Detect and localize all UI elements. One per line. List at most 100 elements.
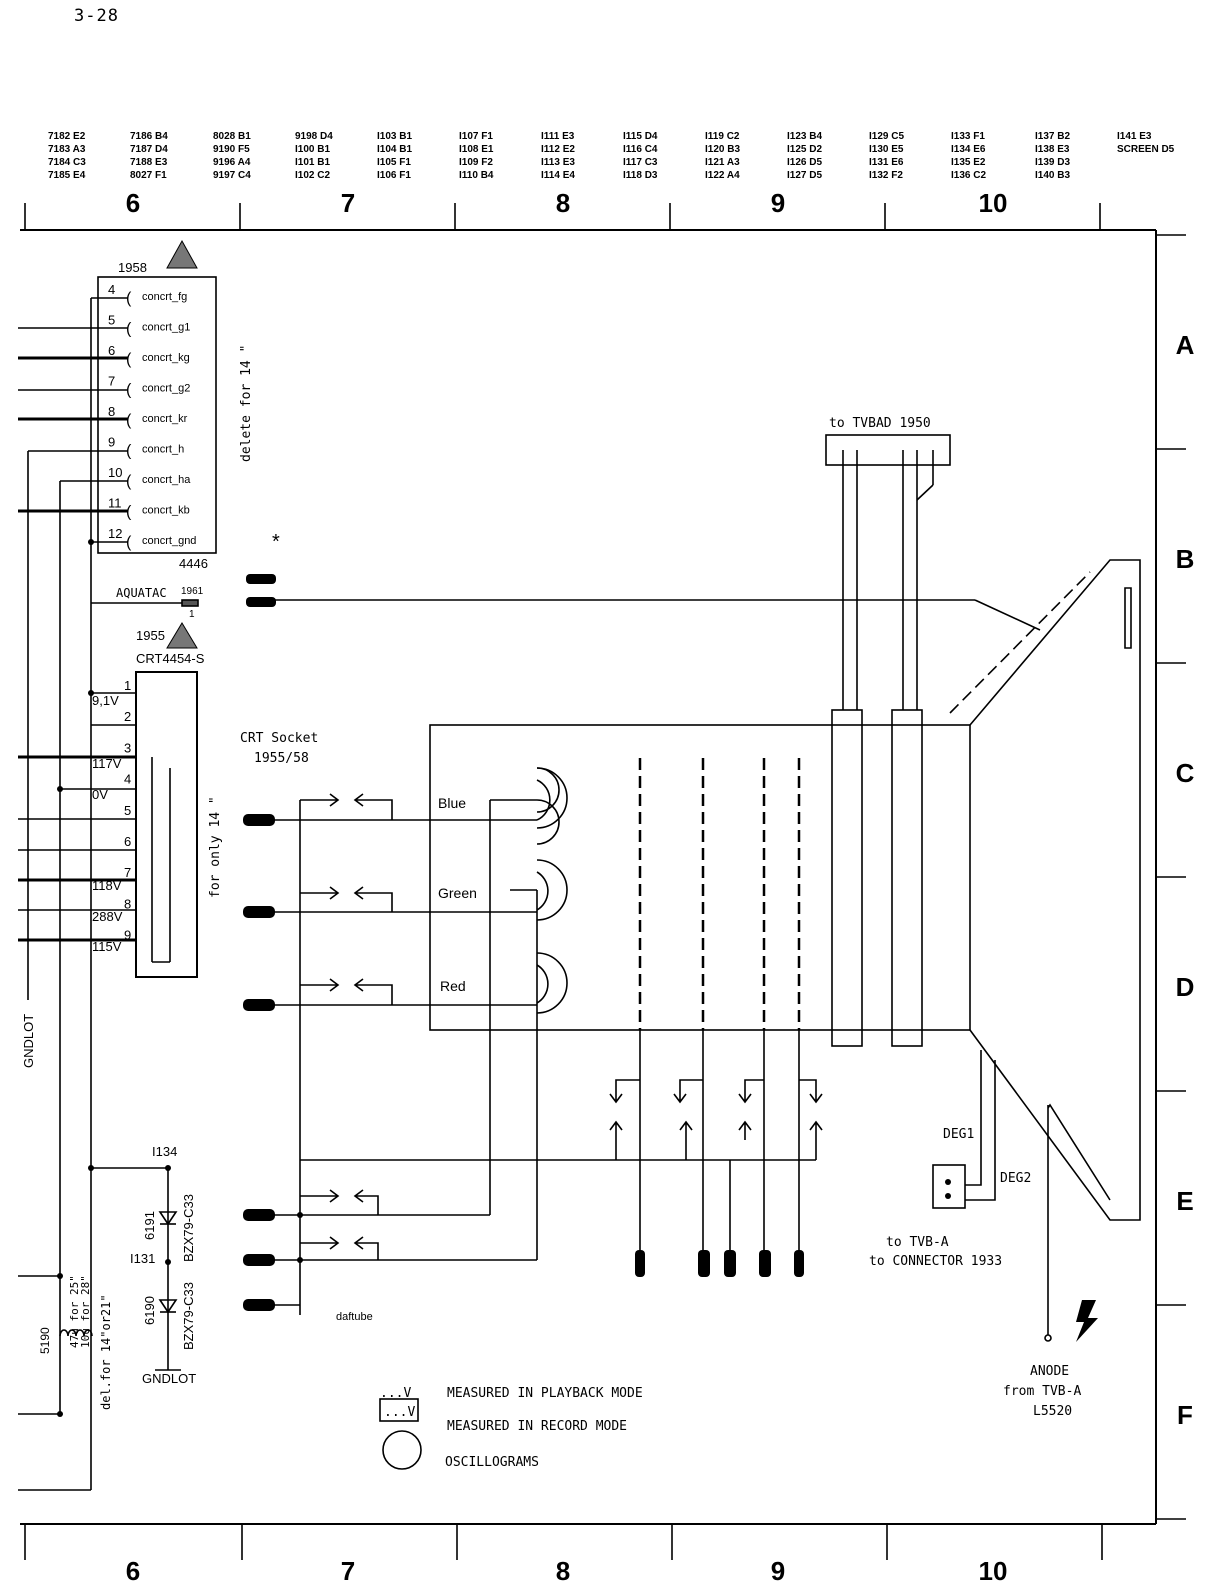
ref-column: I123 B4 I125 D2 I126 D5 I127 D5 (787, 131, 823, 181)
tvbad-label: to TVBAD 1950 (829, 416, 931, 431)
connector-1958-pin-number: 4 (108, 282, 115, 297)
connector-1955-pin-number: 9 (124, 928, 131, 943)
grid-col-label: 6 (126, 188, 140, 218)
ref-column: I107 F1 I108 E1 I109 F2 I110 B4 (459, 131, 494, 181)
connector-1955-pin-number: 3 (124, 740, 131, 755)
connector-1958-pin-label: concrt_kg (142, 352, 190, 364)
connector-1958-pin-number: 12 (108, 526, 122, 541)
ref-column: 9198 D4 I100 B1 I101 B1 I102 C2 (295, 131, 333, 181)
gun-red-label: Red (440, 978, 466, 994)
grid-col-label: 10 (979, 188, 1008, 218)
connector-1955-voltage: 0V (92, 787, 108, 802)
aquatac-pin: 1 (189, 609, 195, 620)
connector-1955-pin-number: 2 (124, 709, 131, 724)
connector-1958-pin-contact: ( (126, 351, 132, 368)
connector-1955-voltage: 288V (92, 909, 123, 924)
aquatac-label: AQUATAC (116, 586, 167, 600)
grid-col-label: 9 (771, 188, 785, 218)
connector-1958-pin-contact: ( (126, 290, 132, 307)
grid-row-label: A (1176, 330, 1195, 360)
connector-1955-pin-number: 4 (124, 772, 131, 787)
connector-1958-pin-contact: ( (126, 534, 132, 551)
ref-column: 7182 E2 7183 A3 7184 C3 7185 E4 (48, 131, 86, 181)
connector-1955-voltage: 115V (92, 939, 122, 954)
only14-note: for only 14 " (208, 796, 223, 898)
anode-label: ANODE (1030, 1364, 1069, 1379)
grid-row-label: F (1177, 1400, 1193, 1430)
crt-socket-ref: 1955/58 (254, 751, 309, 766)
ref-column: I115 D4 I116 C4 I117 C3 I118 D3 (623, 131, 658, 181)
legend-playback-symbol: ...V (380, 1386, 411, 1401)
legend-playback-text: MEASURED IN PLAYBACK MODE (447, 1386, 643, 1401)
connector-1958-pin-label: concrt_g1 (142, 322, 190, 334)
coil-note: del.for 14"or21" (99, 1294, 113, 1410)
ref-column: I133 F1 I134 E6 I135 E2 I136 C2 (951, 131, 987, 181)
grid-col-label: 7 (341, 1556, 355, 1584)
coil-ref: 5190 (38, 1327, 52, 1354)
connector-1958-pin-number: 9 (108, 435, 115, 450)
gndlot-bottom-label: GNDLOT (142, 1371, 196, 1386)
deg-to-connector: to CONNECTOR 1933 (869, 1254, 1002, 1269)
connector-1958-pin-contact: ( (126, 321, 132, 338)
gndlot-left-label: GNDLOT (21, 1014, 36, 1068)
diode-6191-ref: 6191 (142, 1211, 157, 1240)
connector-1958-part: 4446 (179, 556, 208, 571)
connector-1958-pin-label: concrt_kr (142, 413, 188, 425)
connector-1958-pin-contact: ( (126, 382, 132, 399)
connector-1958-pin-contact: ( (126, 504, 132, 521)
node-i131: I131 (130, 1251, 155, 1266)
ref-column: 7186 B4 7187 D4 7188 E3 8027 F1 (130, 131, 168, 181)
connector-1955-voltage: 117V (92, 756, 122, 771)
connector-1958-pin-contact: ( (126, 443, 132, 460)
grid-col-label: 10 (979, 1556, 1008, 1584)
grid-col-label: 8 (556, 1556, 570, 1584)
grid-col-label: 6 (126, 1556, 140, 1584)
grid-row-label: E (1176, 1186, 1193, 1216)
legend-oscillograms-text: OSCILLOGRAMS (445, 1455, 539, 1470)
gun-blue-label: Blue (438, 795, 466, 811)
connector-1958-pin-label: concrt_kb (142, 505, 190, 517)
ref-column: I129 C5 I130 E5 I131 E6 I132 F2 (869, 131, 905, 181)
diode-6190-part: BZX79-C33 (181, 1282, 196, 1350)
connector-1958-pin-label: concrt_fg (142, 291, 187, 303)
ref-column: I141 E3 SCREEN D5 (1117, 131, 1175, 155)
crt-socket-label: CRT Socket (240, 731, 318, 746)
grid-col-label: 9 (771, 1556, 785, 1584)
asterisk-mark: * (272, 531, 280, 553)
connector-1958-ref: 1958 (118, 260, 147, 275)
connector-1958-pin-number: 11 (108, 496, 122, 511)
grid-row-label: B (1176, 544, 1195, 574)
connector-1955-ref: 1955 (136, 628, 165, 643)
connector-1958-pin-label: concrt_gnd (142, 535, 196, 547)
legend-record-symbol: ...V (384, 1405, 415, 1420)
connector-1955-pin-number: 6 (124, 834, 131, 849)
connector-1958-pin-number: 8 (108, 404, 115, 419)
daftube-label: daftube (336, 1311, 373, 1323)
connector-1958-pin-number: 5 (108, 313, 115, 328)
grid-row-label: C (1176, 758, 1195, 788)
diode-6191-part: BZX79-C33 (181, 1194, 196, 1262)
connector-1958-pin-contact: ( (126, 412, 132, 429)
ref-column: 8028 B1 9190 F5 9196 A4 9197 C4 (213, 131, 251, 181)
diode-6190-ref: 6190 (142, 1296, 157, 1325)
node-i134: I134 (152, 1144, 177, 1159)
deg-to-tvba: to TVB-A (886, 1235, 949, 1250)
ref-column: I119 C2 I120 B3 I121 A3 I122 A4 (705, 131, 741, 181)
ref-column: I103 B1 I104 B1 I105 F1 I106 F1 (377, 131, 413, 181)
deg1-label: DEG1 (943, 1127, 974, 1142)
grid-col-label: 7 (341, 188, 355, 218)
coil-value-28: 10u for 28" (79, 1275, 92, 1348)
ref-column: I111 E3 I112 E2 I113 E3 I114 E4 (541, 131, 575, 181)
connector-1958-pin-number: 7 (108, 374, 115, 389)
connector-1958-pin-number: 10 (108, 465, 122, 480)
connector-1958-pin-label: concrt_ha (142, 474, 191, 486)
coil-value-25: 47u for 25" (68, 1275, 81, 1348)
connector-1955-pin-number: 8 (124, 896, 131, 911)
gun-green-label: Green (438, 885, 477, 901)
connector-1958-pin-number: 6 (108, 343, 115, 358)
connector-1955-pin-number: 5 (124, 803, 131, 818)
page-number: 3-28 (74, 6, 119, 26)
connector-1958-pin-label: concrt_h (142, 444, 184, 456)
connector-1958-pin-label: concrt_g2 (142, 383, 190, 395)
